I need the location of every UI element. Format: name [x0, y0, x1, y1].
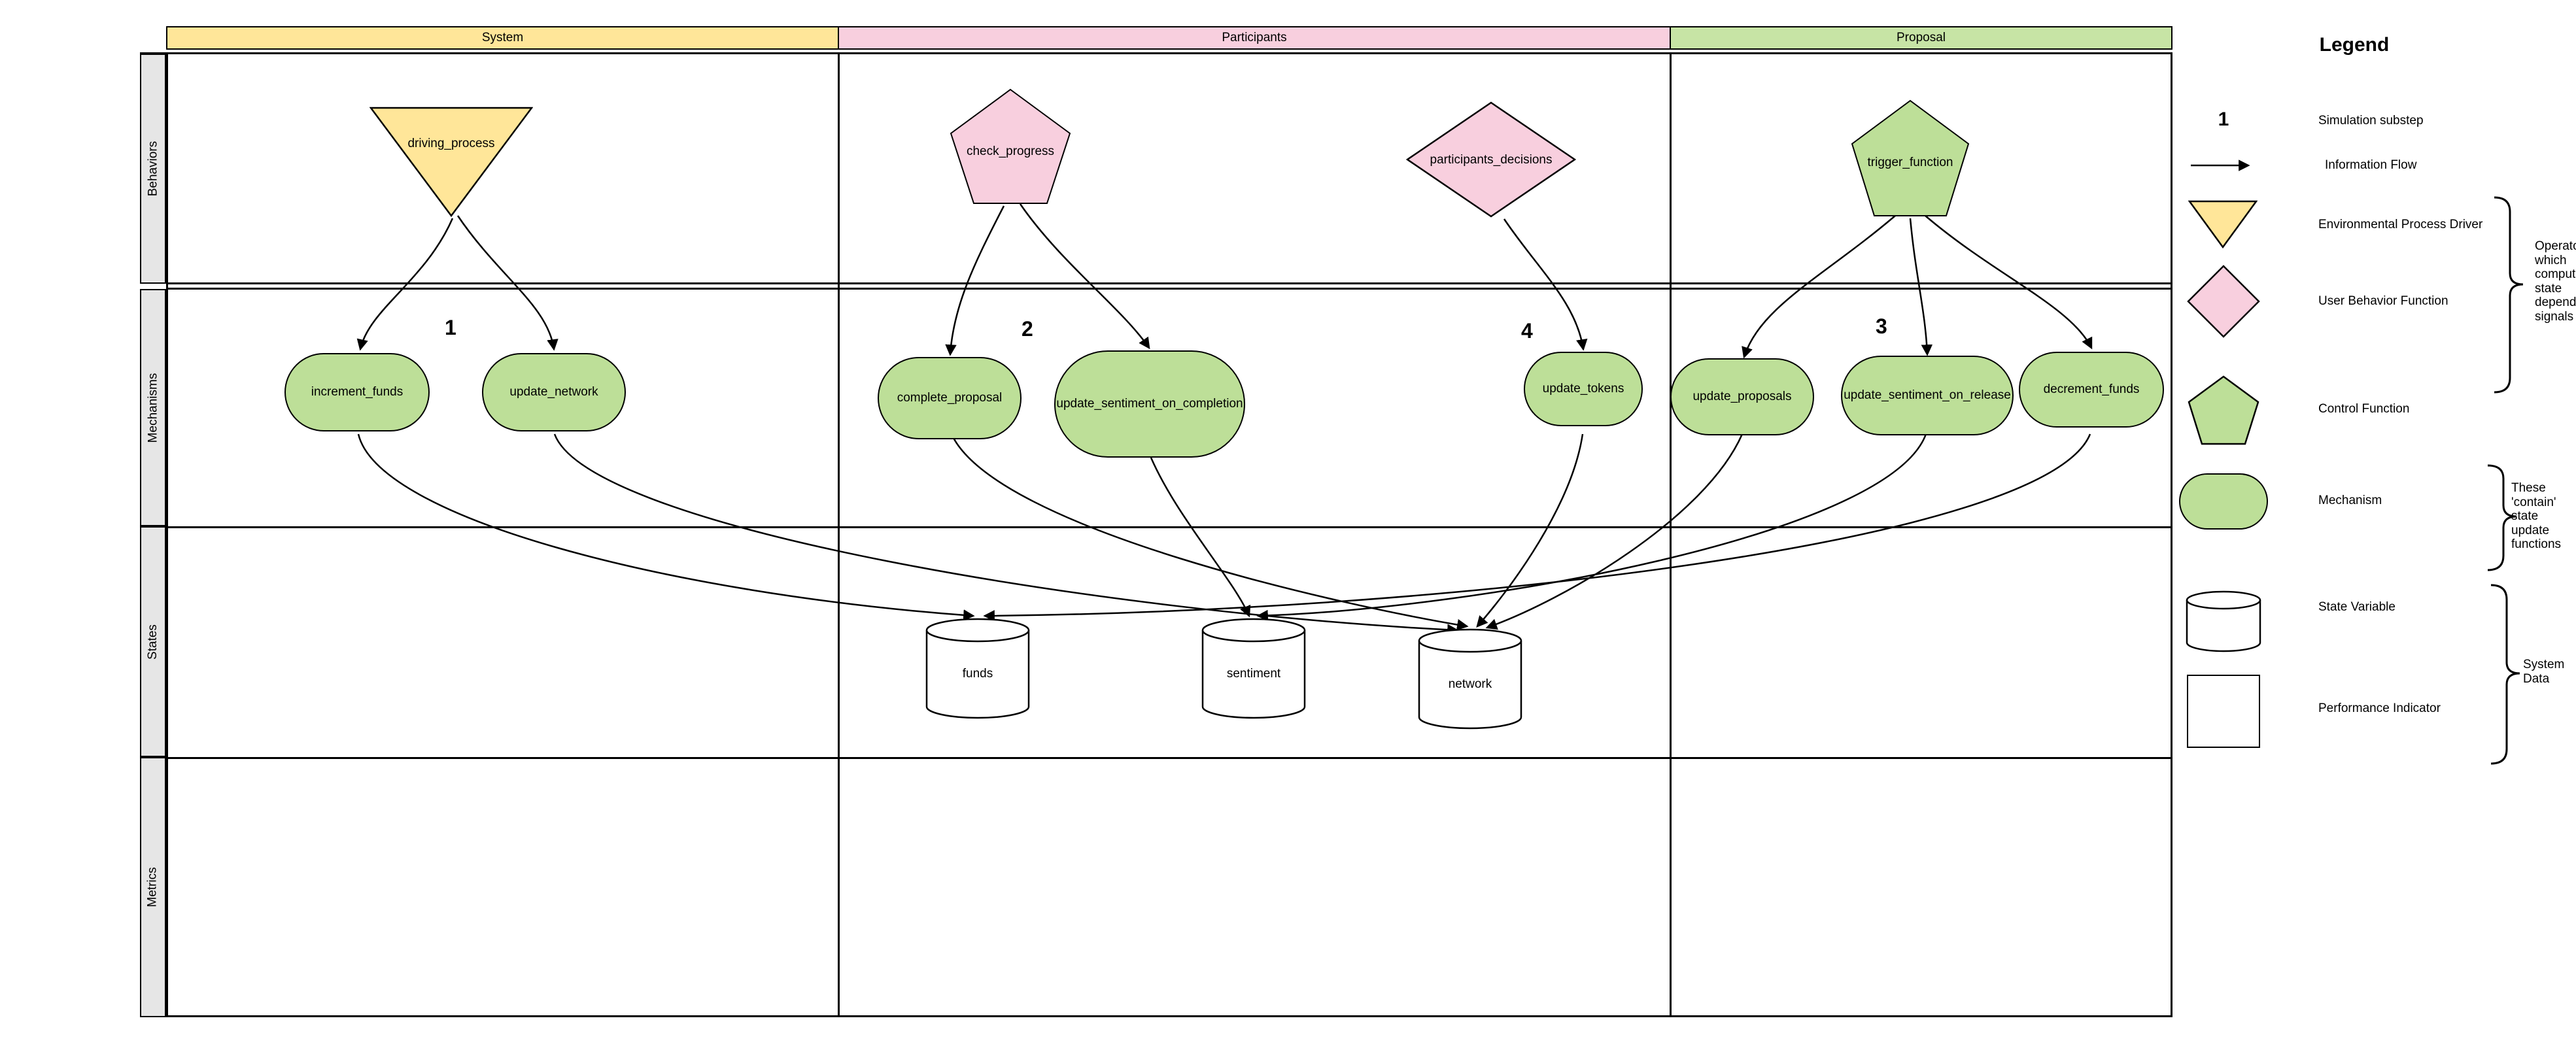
- pentagon-icon: [2188, 375, 2259, 445]
- edge-update-proposals-network: [1485, 433, 1743, 630]
- body-left-border: [166, 52, 168, 1017]
- substep-number-1: 1: [445, 316, 456, 339]
- brace-mechanism: [2487, 464, 2517, 571]
- mechanism-update-sentiment-on-completion[interactable]: update_sentiment_on_completion: [1054, 350, 1245, 458]
- edge-driving-process-update-network: [456, 215, 558, 351]
- node-driving-process-label: driving_process: [407, 137, 494, 150]
- edge-trigger-function-update-proposals: [1742, 215, 1896, 359]
- node-participants-decisions-label: participants_decisions: [1430, 153, 1553, 167]
- node-driving-process[interactable]: driving_process: [369, 107, 533, 218]
- cylinder-icon-body: [2186, 600, 2261, 652]
- square-icon: [2187, 675, 2260, 748]
- edge-complete-proposal-network: [950, 433, 1469, 631]
- edge-update-sentiment-on-completion-sentiment: [1150, 457, 1251, 618]
- legend-label-mechanism: Mechanism: [2318, 494, 2382, 507]
- node-trigger-function[interactable]: trigger_function: [1851, 99, 1970, 217]
- triangle-down-icon: [2188, 200, 2258, 248]
- diamond-icon-shape: [2187, 265, 2260, 338]
- state-funds[interactable]: funds: [925, 617, 1030, 720]
- edge-update-network-network: [553, 433, 1459, 636]
- substep-number-4: 4: [1521, 319, 1533, 343]
- row-divider-states: [166, 757, 2172, 759]
- pentagon-shape: [950, 88, 1071, 204]
- cylinder-top: [1418, 628, 1522, 653]
- edge-increment-funds-funds: [357, 433, 975, 621]
- node-check-progress-label: check_progress: [967, 144, 1054, 158]
- cylinder-icon-top: [2186, 590, 2261, 610]
- cylinder-top: [1201, 618, 1306, 643]
- cylinder-top: [925, 618, 1030, 643]
- row-label-mechanisms: Mechanisms: [140, 289, 166, 526]
- edge-update-sentiment-on-release-sentiment: [1256, 433, 1927, 622]
- state-network[interactable]: network: [1418, 628, 1522, 731]
- cylinder-body: [925, 630, 1030, 719]
- diamond-shape: [1406, 101, 1576, 218]
- edge-driving-process-increment-funds: [356, 218, 454, 351]
- edge-check-progress-update-sentiment-on-completion: [1019, 203, 1150, 350]
- mechanism-update-network[interactable]: update_network: [482, 353, 626, 431]
- pentagon-shape: [1851, 99, 1970, 216]
- edge-decrement-funds-funds: [983, 433, 2091, 622]
- column-header-proposal: Proposal: [1670, 26, 2172, 50]
- column-header-participants: Participants: [838, 26, 1671, 50]
- edge-trigger-function-update-sentiment-on-release: [1909, 218, 1933, 356]
- state-funds-label: funds: [963, 667, 993, 681]
- edge-check-progress-complete-proposal: [945, 205, 1005, 356]
- edge-participants-decisions-update-tokens: [1503, 218, 1588, 351]
- diamond-icon: [2187, 265, 2260, 338]
- annotation-system-data: System Data: [2523, 658, 2565, 686]
- mechanism-update-sentiment-on-release[interactable]: update_sentiment_on_release: [1841, 356, 2014, 435]
- column-divider-1: [838, 52, 840, 1017]
- state-sentiment-label: sentiment: [1227, 667, 1281, 681]
- row-label-metrics: Metrics: [140, 757, 166, 1017]
- column-divider-2: [1670, 52, 1672, 1017]
- state-sentiment[interactable]: sentiment: [1201, 617, 1306, 720]
- legend-label-information-flow: Information Flow: [2325, 158, 2417, 172]
- row-label-behaviors: Behaviors: [140, 54, 166, 284]
- mechanism-complete-proposal[interactable]: complete_proposal: [878, 357, 1022, 439]
- column-header-system: System: [166, 26, 839, 50]
- legend-label-user-behavior-function: User Behavior Function: [2318, 294, 2448, 308]
- table-top-border: [140, 52, 2172, 54]
- row-divider-mechanisms: [166, 526, 2172, 528]
- brace-system-data: [2490, 584, 2520, 765]
- brace-operators: [2494, 196, 2524, 394]
- row-label-states: States: [140, 526, 166, 757]
- cylinder-body: [1201, 630, 1306, 719]
- mechanism-decrement-funds[interactable]: decrement_funds: [2019, 352, 2164, 428]
- annotation-contain-state-update: These 'contain' state update functions: [2511, 481, 2562, 551]
- legend-label-control-function: Control Function: [2318, 402, 2410, 416]
- body-right-border: [2171, 52, 2172, 1017]
- rounded-rect-icon: [2179, 473, 2268, 530]
- legend-label-state-variable: State Variable: [2318, 600, 2396, 614]
- node-check-progress[interactable]: check_progress: [950, 88, 1071, 205]
- substep-number-icon: 1: [2218, 109, 2229, 130]
- node-trigger-function-label: trigger_function: [1868, 156, 1953, 169]
- substep-number-2: 2: [1022, 317, 1033, 341]
- triangle-down-icon-shape: [2188, 200, 2258, 248]
- legend-label-simulation-substep: Simulation substep: [2318, 114, 2424, 127]
- state-network-label: network: [1449, 677, 1492, 691]
- edge-trigger-function-decrement-funds: [1925, 215, 2093, 350]
- cylinder-body: [1418, 641, 1522, 730]
- node-participants-decisions[interactable]: participants_decisions: [1406, 101, 1576, 218]
- mechanism-update-proposals[interactable]: update_proposals: [1670, 358, 1814, 435]
- substep-number-3: 3: [1876, 314, 1887, 338]
- edge-update-tokens-network: [1476, 433, 1584, 628]
- table-bottom-border: [140, 1015, 2172, 1017]
- pentagon-icon-shape: [2188, 375, 2259, 445]
- triangle-down-shape: [369, 107, 533, 218]
- legend-title: Legend: [2319, 34, 2390, 56]
- legend-label-performance-indicator: Performance Indicator: [2318, 701, 2441, 715]
- annotation-operators: Operators which compute state dependent …: [2535, 239, 2576, 324]
- legend-label-environmental-process-driver: Environmental Process Driver: [2318, 218, 2483, 231]
- mechanism-increment-funds[interactable]: increment_funds: [284, 353, 430, 431]
- mechanism-update-tokens[interactable]: update_tokens: [1524, 352, 1643, 426]
- cylinder-icon: [2186, 590, 2261, 652]
- row-divider-behaviors-b: [166, 288, 2172, 290]
- row-divider-behaviors-a: [166, 282, 2172, 284]
